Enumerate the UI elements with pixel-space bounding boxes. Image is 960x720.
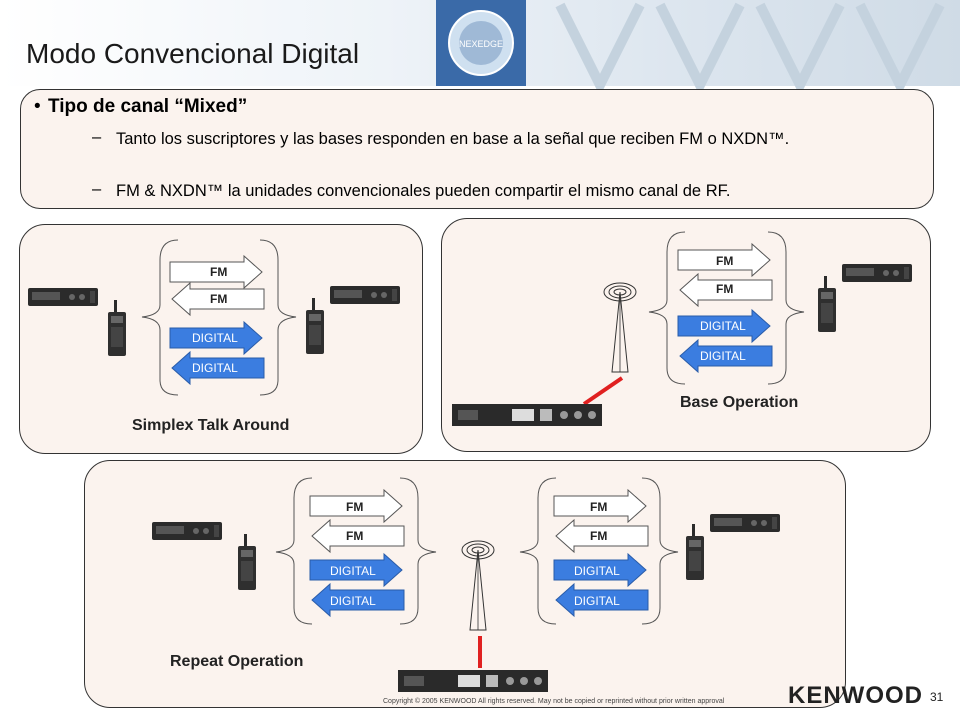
portable-radio-icon [306, 298, 324, 354]
base-diagram: FM FM DIGITAL DIGITAL Base Operation [452, 231, 912, 426]
caption-repeat: Repeat Operation [170, 653, 303, 670]
digital-label: DIGITAL [330, 594, 376, 608]
page-number: 31 [930, 690, 944, 704]
bullet-title: Tipo de canal “Mixed” [48, 96, 248, 117]
mobile-radio-icon [842, 264, 912, 282]
fm-label: FM [210, 292, 227, 306]
mobile-radio-icon [152, 522, 222, 540]
digital-label: DIGITAL [192, 361, 238, 375]
sub-item-2: FM & NXDN™ la unidades convencionales pu… [116, 182, 731, 200]
portable-radio-icon [238, 534, 256, 590]
digital-label: DIGITAL [574, 564, 620, 578]
fm-label: FM [590, 500, 607, 514]
fm-label: FM [590, 529, 607, 543]
mobile-radio-icon [28, 288, 98, 306]
fm-label: FM [716, 254, 733, 268]
digital-label: DIGITAL [574, 594, 620, 608]
fm-label: FM [346, 500, 363, 514]
kenwood-logo: KENWOOD [788, 682, 923, 709]
fm-label: FM [346, 529, 363, 543]
digital-label: DIGITAL [700, 349, 746, 363]
bullet-marker: • [34, 96, 41, 117]
repeat-diagram: FM FM DIGITAL DIGITAL FM FM DIGITAL DIGI… [152, 477, 780, 692]
content-box [20, 89, 934, 209]
digital-label: DIGITAL [330, 564, 376, 578]
sub-item-1: Tanto los suscriptores y las bases respo… [116, 130, 790, 148]
repeater-icon [398, 670, 548, 692]
sub-item-dash-1: – [92, 128, 102, 146]
caption-base: Base Operation [680, 394, 798, 411]
portable-radio-icon [108, 300, 126, 356]
digital-label: DIGITAL [700, 319, 746, 333]
header-decoration: NEXEDGE [436, 0, 945, 90]
mobile-radio-icon [330, 286, 400, 304]
digital-label: DIGITAL [192, 331, 238, 345]
portable-radio-icon [818, 276, 836, 332]
copyright-notice: Copyright © 2005 KENWOOD All rights rese… [383, 698, 725, 705]
simplex-diagram: FM FM DIGITAL DIGITAL Simplex Talk Aroun… [28, 239, 400, 434]
rf-link-line [582, 376, 624, 406]
slide-title: Modo Convencional Digital [26, 38, 360, 69]
nexedge-badge-label: NEXEDGE [459, 39, 503, 49]
caption-simplex: Simplex Talk Around [132, 417, 289, 434]
base-station-icon [452, 404, 602, 426]
mobile-radio-icon [710, 514, 780, 532]
fm-label: FM [210, 265, 227, 279]
fm-label: FM [716, 282, 733, 296]
antenna-icon [461, 540, 495, 631]
portable-radio-icon [686, 524, 704, 580]
sub-item-dash-2: – [92, 180, 102, 198]
panel-repeat [84, 460, 846, 708]
antenna-icon [603, 282, 637, 373]
